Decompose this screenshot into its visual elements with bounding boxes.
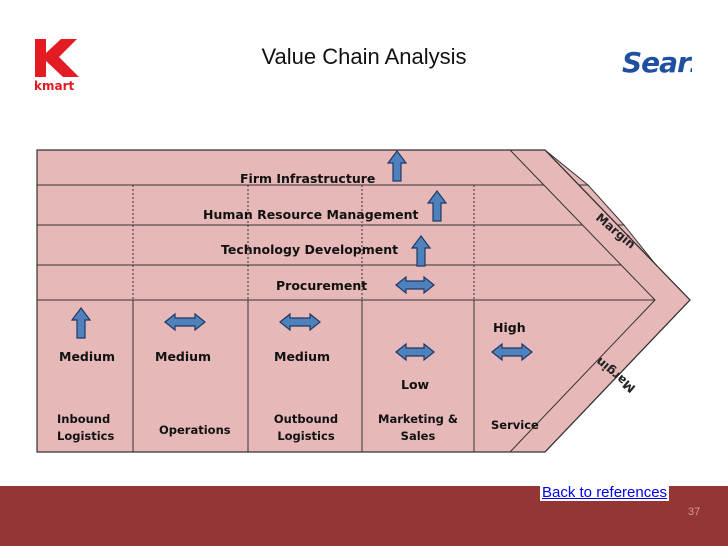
svg-text:Sears: Sears [622,46,692,79]
activity-operations: Operations [159,423,231,437]
slide-title: Value Chain Analysis [261,44,467,69]
rating-operations: Medium [155,349,212,364]
back-to-references-link[interactable]: Back to references [540,484,670,501]
activity-inbound-logistics: Inbound Logistics [57,412,115,443]
label-procurement: Procurement [276,278,368,293]
arrow-up-firm [386,150,408,182]
page-number: 37 [688,506,701,518]
arrow-double-procurement [395,275,435,295]
arrow-up-tech [410,235,432,267]
sears-logo: Sears [622,46,692,79]
value-chain-diagram [36,149,691,453]
arrow-double-outbound [279,312,321,332]
rating-inbound: Medium [59,349,116,364]
rating-service: High [493,320,526,335]
label-firm-infrastructure: Firm Infrastructure [240,171,376,186]
arrow-up-hr [426,190,448,222]
rating-outbound: Medium [274,349,331,364]
arrow-up-inbound [70,307,92,339]
arrow-double-service [491,342,533,362]
kmart-logo: kmart [33,37,81,93]
arrow-double-marketing [395,342,435,362]
label-technology-development: Technology Development [221,242,399,257]
activity-outbound-logistics: Outbound Logistics [273,412,339,443]
arrow-double-operations [164,312,206,332]
svg-text:kmart: kmart [34,79,75,93]
activity-marketing-sales: Marketing & Sales [378,412,458,443]
label-human-resource-management: Human Resource Management [203,207,419,222]
rating-marketing: Low [401,377,430,392]
activity-service: Service [491,418,539,432]
